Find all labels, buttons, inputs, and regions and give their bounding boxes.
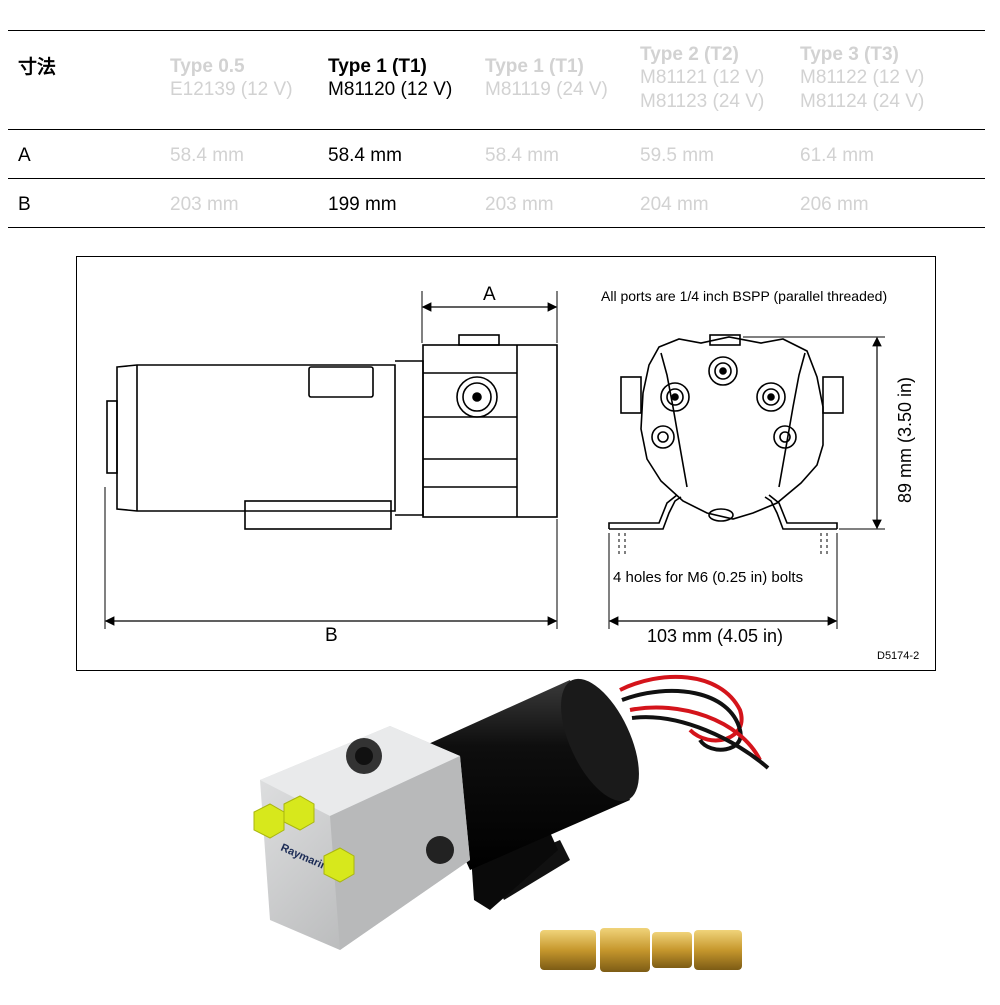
table-cell: 58.4 mm (485, 145, 559, 166)
column-model: E12139 (12 V) (170, 79, 293, 100)
dimension-a-label: A (483, 284, 496, 305)
table-cell: 59.5 mm (640, 145, 714, 166)
port-caps (253, 795, 355, 883)
motor-body (415, 678, 639, 870)
column-header-3: Type 2 (T2) M81121 (12 V) M81123 (24 V) (640, 44, 764, 114)
table-top-rule (8, 30, 985, 31)
table-cell: 61.4 mm (800, 145, 874, 166)
bolt-holes (618, 533, 828, 557)
front-view (608, 334, 844, 530)
column-header-1: Type 1 (T1) M81120 (12 V) (328, 56, 452, 102)
column-title: Type 3 (T3) (800, 44, 899, 65)
column-title: Type 1 (T1) (485, 56, 584, 77)
power-wires (619, 674, 770, 770)
column-model: M81120 (12 V) (328, 79, 453, 100)
column-model: M81124 (24 V) (800, 91, 925, 112)
table-header-rule (8, 129, 985, 130)
table-cell: 199 mm (328, 194, 397, 215)
drawing-svg (104, 291, 885, 629)
dimension-drawing: A B All ports are 1/4 inch BSPP (paralle… (76, 256, 936, 671)
table-cell: 206 mm (800, 194, 869, 215)
row-label-a: A (18, 145, 31, 166)
table-row-rule (8, 178, 985, 179)
table-bottom-rule (8, 227, 985, 228)
table-cell: 58.4 mm (170, 145, 244, 166)
column-model: M81121 (12 V) (640, 67, 765, 88)
column-header-4: Type 3 (T3) M81122 (12 V) M81124 (24 V) (800, 44, 924, 114)
column-header-0: Type 0.5 E12139 (12 V) (170, 56, 293, 102)
brass-fitting (540, 928, 742, 972)
table-cell: 203 mm (485, 194, 554, 215)
column-model: M81123 (24 V) (640, 91, 765, 112)
pump-illustration: Raymarine (253, 674, 770, 972)
dimension-b-label: B (325, 625, 338, 646)
table-cell: 58.4 mm (328, 145, 402, 166)
table-cell: 204 mm (640, 194, 709, 215)
table-cell: 203 mm (170, 194, 239, 215)
height-dimension-label: 89 mm (3.50 in) (895, 376, 915, 503)
column-model: M81122 (12 V) (800, 67, 925, 88)
column-model: M81119 (24 V) (485, 79, 608, 100)
drawing-id: D5174-2 (877, 650, 920, 662)
column-title: Type 1 (T1) (328, 56, 427, 77)
table-corner-label: 寸法 (18, 56, 57, 78)
column-title: Type 0.5 (170, 56, 245, 77)
column-header-2: Type 1 (T1) M81119 (24 V) (485, 56, 608, 102)
ports-note: All ports are 1/4 inch BSPP (parallel th… (601, 288, 888, 304)
side-view (106, 334, 558, 530)
pump-block: Raymarine (260, 726, 470, 950)
bolt-holes-note: 4 holes for M6 (0.25 in) bolts (613, 569, 804, 586)
row-label-b: B (18, 194, 31, 215)
product-photo: Raymarine (240, 660, 800, 1000)
column-title: Type 2 (T2) (640, 44, 739, 65)
width-dimension-label: 103 mm (4.05 in) (647, 626, 784, 646)
